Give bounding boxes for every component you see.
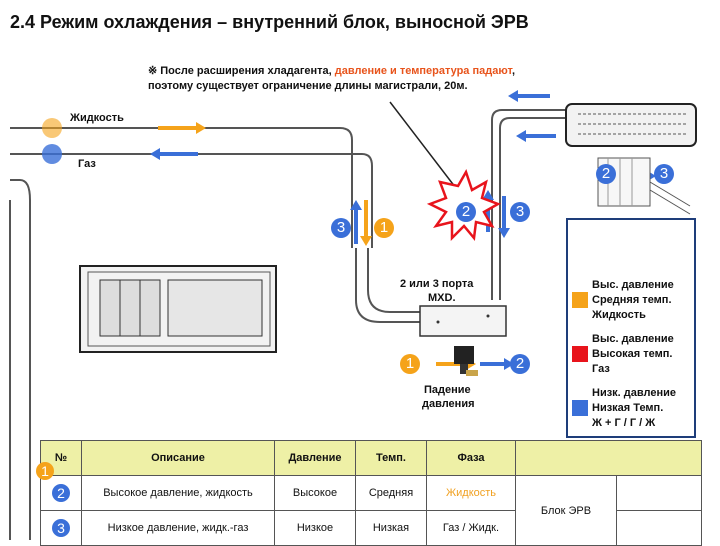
note-prefix: ※ После расширения хладагента, [148,65,335,77]
badge-3-mid: 3 [510,202,530,222]
liquid-marker [42,118,62,138]
legend-line: Низкая Темп. [592,402,664,414]
note-text: ※ После расширения хладагента, давление … [148,64,548,94]
row-pressure: Высокое [274,475,356,511]
side-blank [616,510,702,546]
row-desc: Низкое давление, жидк.-газ [81,510,275,546]
callout-line [389,101,463,197]
side-label: Блок ЭРВ [515,475,617,546]
row-phase: Жидкость [426,475,516,511]
pipe-up-1 [491,109,566,300]
port-model-label: MXD. [428,292,456,304]
note-suffix: , поэтому существует ограничение длины м… [148,65,516,92]
legend-line: Ж + Г / Г / Ж [592,417,656,429]
badge-2-mid: 2 [456,202,476,222]
table-row: 2 Высокое давление, жидкость Высокое Сре… [40,475,702,546]
th-pressure: Давление [274,440,356,476]
row-phase: Газ / Жидк. [426,510,516,546]
liquid-pipe-top [10,127,353,248]
row-temp: Средняя [355,475,427,511]
gas-pipe-top [10,153,373,248]
pressure-drop-label-2: давления [422,398,475,410]
row-desc: Высокое давление, жидкость [81,475,275,511]
legend-line: Средняя темп. [592,294,672,306]
row-temp: Низкая [355,510,427,546]
badge-3-coil: 3 [654,164,674,184]
table-header-row: № Описание Давление Темп. Фаза [40,440,702,476]
legend-item-high-liquid: Выс. давление Средняя темп. Жидкость [568,278,694,326]
th-phase: Фаза [426,440,516,476]
indoor-unit-ducted [79,265,277,353]
th-blank [515,440,702,476]
legend-item-high-gas: Выс. давление Высокая темп. Газ [568,332,694,380]
legend-line: Выс. давление [592,333,674,345]
page-title: 2.4 Режим охлаждения – внутренний блок, … [10,12,529,32]
side-blank [616,475,702,511]
legend-item-low: Низк. давление Низкая Темп. Ж + Г / Г / … [568,386,694,434]
badge-3-left: 3 [331,218,351,238]
badge-1-left: 1 [374,218,394,238]
legend-line: Выс. давление [592,279,674,291]
indoor-unit-wall [565,103,697,147]
note-highlight: давление и температура падают [334,65,513,77]
header-badge-1: 1 [36,462,54,480]
port-label: 2 или 3 порта [400,278,474,290]
legend-line: Низк. давление [592,387,676,399]
legend-swatch-blue [572,400,588,416]
pipe-up-2 [499,117,566,300]
left-pipe [10,179,31,540]
summary-table: № Описание Давление Темп. Фаза 2 Высокое… [40,440,702,546]
badge-2-valve: 2 [510,354,530,374]
liquid-label: Жидкость [70,112,124,124]
badge-1-valve: 1 [400,354,420,374]
legend-swatch-orange [572,292,588,308]
legend: Выс. давление Средняя темп. Жидкость Выс… [566,218,696,438]
pressure-drop-label-1: Падение [424,384,471,396]
th-desc: Описание [81,440,275,476]
row-badge: 3 [52,519,70,537]
th-no: № [40,440,82,476]
gas-marker [42,144,62,164]
legend-line: Жидкость [592,309,646,321]
valve-icon [454,346,478,376]
legend-swatch-red [572,346,588,362]
pipe-to-box-1 [355,248,420,323]
row-pressure: Низкое [274,510,356,546]
badge-2-coil: 2 [596,164,616,184]
gas-label: Газ [78,158,96,170]
pipes [9,109,566,540]
legend-line: Высокая темп. [592,348,673,360]
th-temp: Темп. [355,440,427,476]
pipe-to-box-2 [367,248,420,313]
row-no: 2 [40,475,82,511]
eev-box [419,305,507,337]
row-no: 3 [40,510,82,546]
legend-line: Газ [592,363,610,375]
row-badge: 2 [52,484,70,502]
